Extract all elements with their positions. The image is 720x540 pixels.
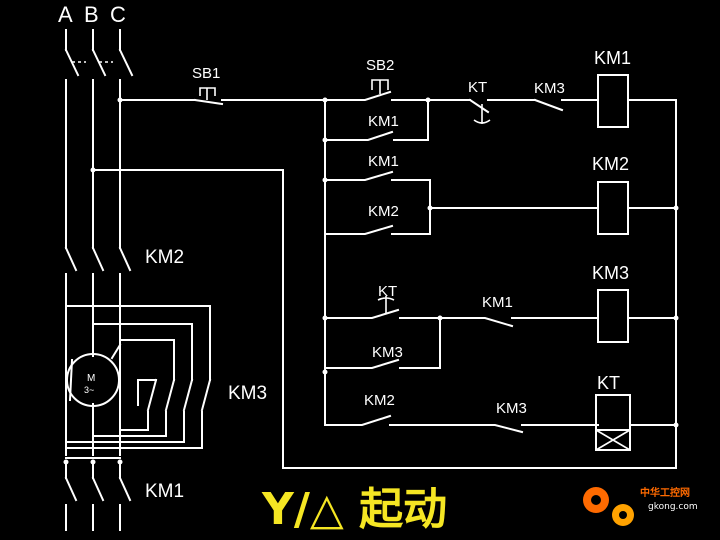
diagram-title: Y/△ 起动 bbox=[261, 484, 447, 535]
km1-row3-label: KM1 bbox=[482, 294, 513, 311]
main-power-circuit: M 3~ KM2 KM3 KM1 bbox=[63, 29, 267, 531]
sb2-label: SB2 bbox=[366, 57, 394, 74]
control-circuit: SB1 SB2 KM1 KT KM3 KM1 KM1 KM2 bbox=[90, 48, 679, 469]
km1-coil-label: KM1 bbox=[594, 48, 631, 68]
brand-logo: 中华工控网 gkong.com bbox=[583, 486, 698, 526]
phase-a-label: A bbox=[58, 2, 73, 27]
phase-labels: A B C bbox=[58, 2, 126, 27]
km3-top-label: KM3 bbox=[534, 80, 565, 97]
kt-top-label: KT bbox=[468, 79, 487, 96]
sb1-label: SB1 bbox=[192, 65, 220, 82]
km3-interlock-contact bbox=[533, 98, 599, 112]
km2-row4-label: KM2 bbox=[364, 392, 395, 409]
sb1-stop-button bbox=[193, 98, 326, 106]
phase-c-label: C bbox=[110, 2, 126, 27]
motor-phase-label: 3~ bbox=[84, 385, 94, 395]
km3-row3-label: KM3 bbox=[372, 344, 403, 361]
km2-coil bbox=[597, 181, 629, 235]
brand-name: 中华工控网 bbox=[640, 486, 690, 499]
km2-coil-label: KM2 bbox=[592, 154, 629, 174]
km3-row4-label: KM3 bbox=[496, 400, 527, 417]
sb2-start-button bbox=[371, 79, 389, 94]
km2-main-contacts bbox=[64, 246, 132, 272]
brand-url: gkong.com bbox=[648, 502, 698, 512]
kt-nc-timed-contact bbox=[468, 98, 536, 114]
km1-coil bbox=[597, 74, 629, 128]
km1-main-contacts bbox=[64, 476, 132, 502]
km1-row2-label: KM1 bbox=[368, 153, 399, 170]
motor-m-label: M bbox=[87, 373, 95, 384]
km3-main-label: KM3 bbox=[228, 383, 267, 404]
km3-coil-label: KM3 bbox=[592, 263, 629, 283]
gear-icon bbox=[583, 487, 634, 526]
kt-row3-label: KT bbox=[378, 283, 397, 300]
km2-row2-label: KM2 bbox=[368, 203, 399, 220]
km1-main-label: KM1 bbox=[145, 481, 184, 502]
kt-coil-label: KT bbox=[597, 373, 620, 393]
km3-star-contacts bbox=[146, 378, 212, 412]
km3-coil bbox=[597, 289, 629, 343]
km2-main-label: KM2 bbox=[145, 247, 184, 268]
phase-b-label: B bbox=[84, 2, 99, 27]
kt-coil bbox=[595, 394, 631, 451]
km1-seal-label: KM1 bbox=[368, 113, 399, 130]
kt-no-timed-contact bbox=[324, 308, 441, 319]
